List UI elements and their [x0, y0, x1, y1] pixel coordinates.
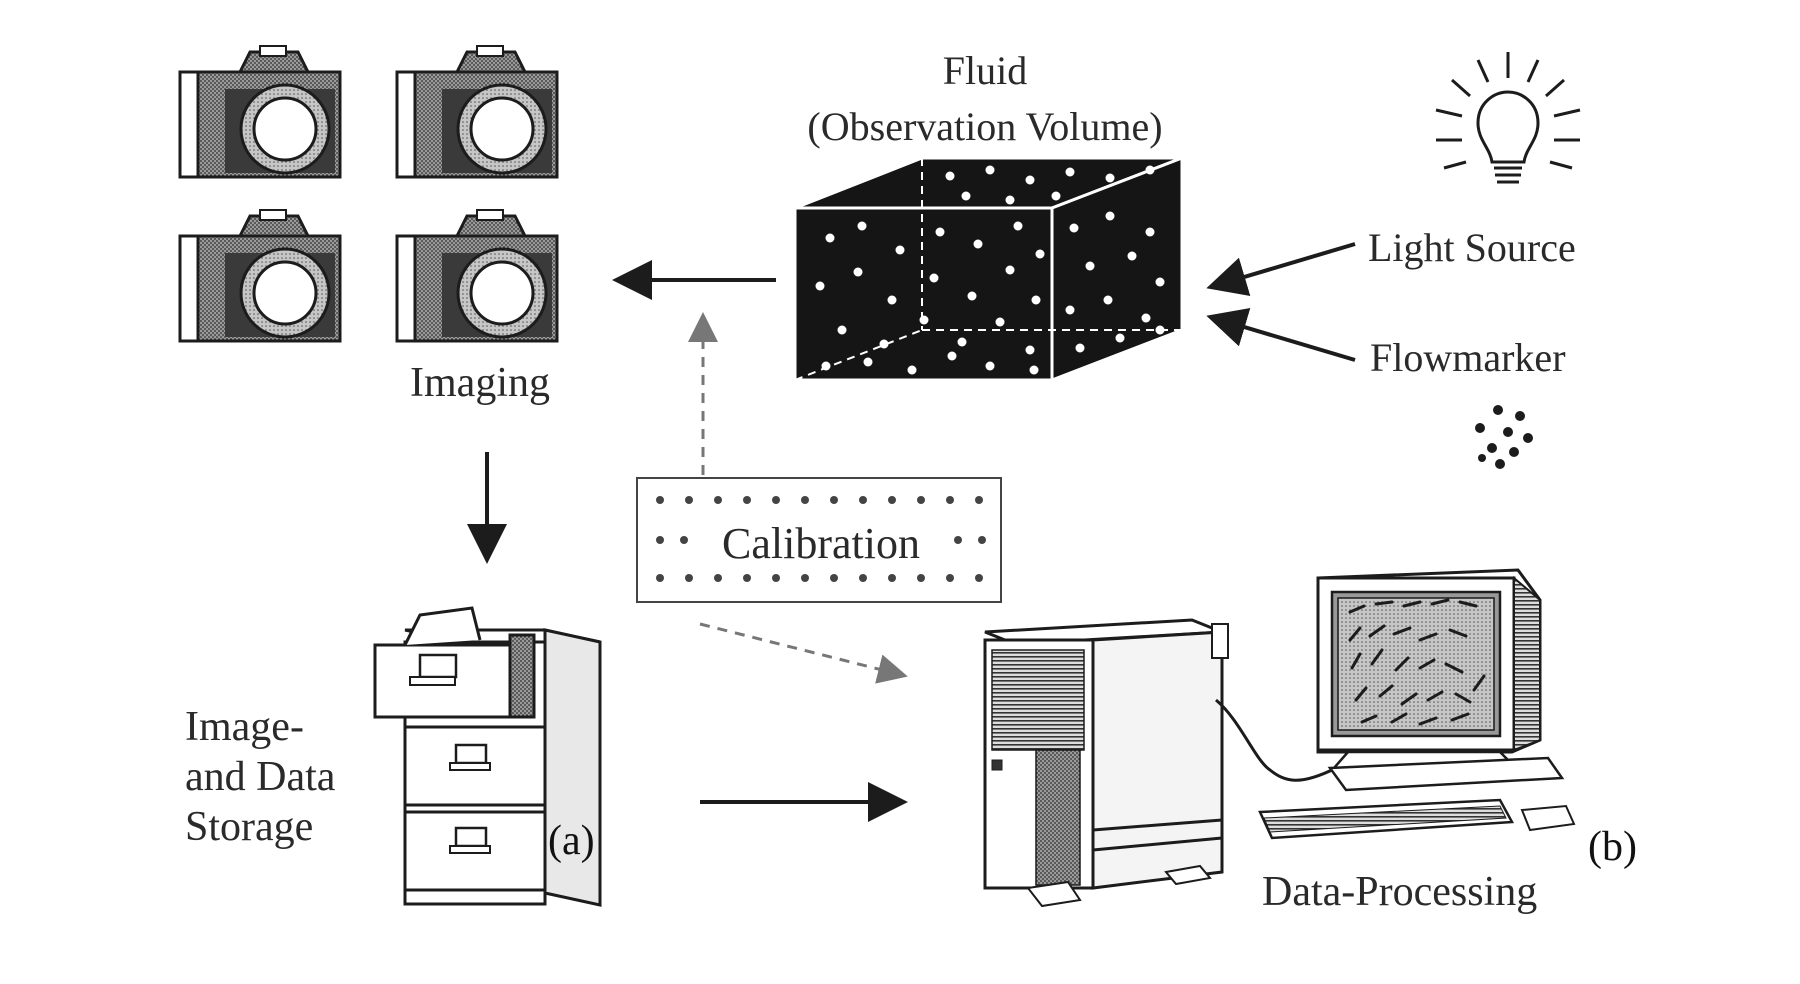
- observation-volume-label: (Observation Volume): [807, 104, 1162, 149]
- storage-label-line3: Storage: [185, 804, 313, 850]
- panel-b-tag: (b): [1588, 824, 1637, 870]
- camera-icon-3: [178, 208, 342, 343]
- flowmarker-label: Flowmarker: [1370, 335, 1566, 380]
- storage-label-line2: and Data: [185, 754, 336, 800]
- file-cabinet-icon: [373, 606, 602, 907]
- fluid-label: Fluid: [943, 48, 1027, 93]
- flowmarker-arrow: [1206, 307, 1356, 362]
- storage-label-line1: Image-: [185, 704, 304, 750]
- workstation-icon: [983, 568, 1576, 908]
- particle-cube-icon: [793, 155, 1184, 383]
- light-arrow: [1206, 242, 1356, 297]
- calibration-to-processing-arrow: [699, 622, 908, 684]
- camera-icon-4: [395, 208, 559, 343]
- light-bulb-icon: [1435, 52, 1581, 184]
- data-processing-label: Data-Processing: [1262, 869, 1537, 915]
- imaging-label: Imaging: [410, 360, 550, 406]
- camera-icon-1: [178, 44, 342, 179]
- panel-a-tag: (a): [548, 818, 595, 864]
- camera-icon-2: [395, 44, 559, 179]
- calibration-box: Calibration: [636, 477, 1002, 603]
- calibration-label: Calibration: [722, 519, 920, 568]
- particles-icon: [1475, 405, 1533, 469]
- light-source-label: Light Source: [1368, 225, 1576, 270]
